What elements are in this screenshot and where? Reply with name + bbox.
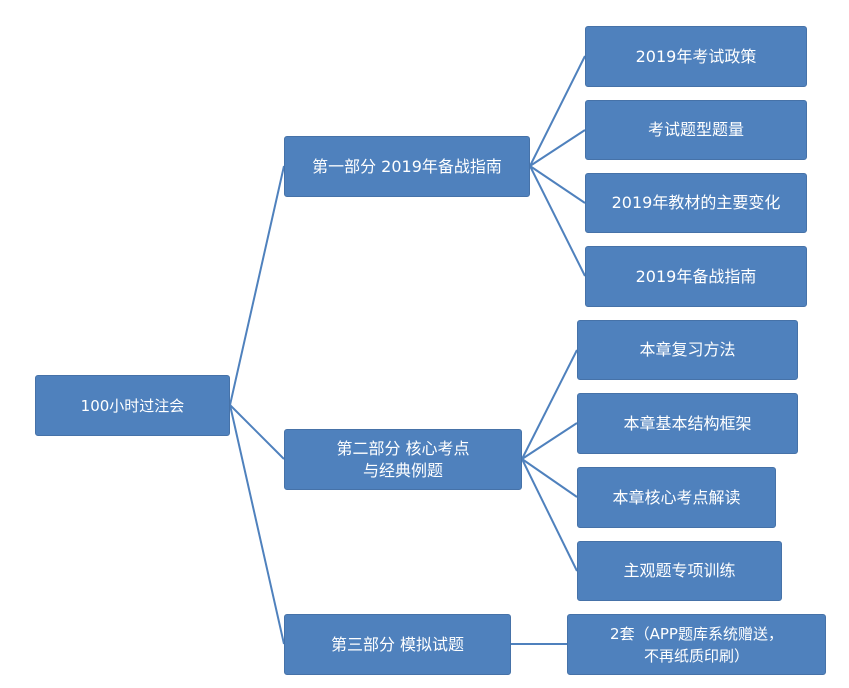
part2-child-label: 主观题专项训练 xyxy=(623,561,736,580)
part3-node: 第三部分 模拟试题 xyxy=(284,614,511,675)
part3-child-label-line1: 2套（APP题库系统赠送， xyxy=(610,624,783,643)
part2-node: 第二部分 核心考点 与经典例题 xyxy=(284,429,522,490)
connector-part2-child1 xyxy=(521,349,578,460)
part1-child-label: 2019年备战指南 xyxy=(635,266,757,286)
part3-child-node: 2套（APP题库系统赠送， 不再纸质印刷） xyxy=(567,614,826,675)
part2-child-label: 本章核心考点解读 xyxy=(612,487,741,507)
part2-label-line1: 第二部分 核心考点 xyxy=(336,438,470,458)
part2-child-label: 本章基本结构框架 xyxy=(623,413,752,433)
connector-part1-child2 xyxy=(529,129,586,167)
connector-part1-child4 xyxy=(529,165,586,277)
root-node: 100小时过注会 xyxy=(35,375,230,436)
part2-child-label: 本章复习方法 xyxy=(639,340,736,359)
part2-child-node: 主观题专项训练 xyxy=(577,541,782,601)
connector-root-part1 xyxy=(229,165,285,406)
part1-label: 第一部分 2019年备战指南 xyxy=(312,156,502,176)
part2-child-node: 本章核心考点解读 xyxy=(577,467,776,528)
connector-root-part2 xyxy=(229,404,285,460)
connector-part2-child3 xyxy=(521,458,578,498)
part2-label-line2: 与经典例题 xyxy=(362,460,443,480)
part3-label: 第三部分 模拟试题 xyxy=(330,634,465,654)
connector-part2-child2 xyxy=(521,422,578,460)
part1-child-node: 2019年教材的主要变化 xyxy=(585,173,807,233)
connector-root-part3 xyxy=(229,404,285,645)
part1-child-node: 2019年备战指南 xyxy=(585,246,807,307)
part2-child-node: 本章基本结构框架 xyxy=(577,393,798,454)
connector-part1-child3 xyxy=(529,165,586,204)
connector-part1-child1 xyxy=(529,55,586,167)
part1-child-label: 2019年教材的主要变化 xyxy=(611,193,781,212)
part1-child-label: 考试题型题量 xyxy=(647,120,744,139)
part2-child-node: 本章复习方法 xyxy=(577,320,798,380)
part1-node: 第一部分 2019年备战指南 xyxy=(284,136,530,197)
part1-child-node: 考试题型题量 xyxy=(585,100,807,160)
root-node-label: 100小时过注会 xyxy=(80,396,185,415)
connector-part2-child4 xyxy=(521,458,578,572)
part1-child-label: 2019年考试政策 xyxy=(635,46,757,66)
part3-child-label-line2: 不再纸质印刷） xyxy=(643,646,749,665)
part1-child-node: 2019年考试政策 xyxy=(585,26,807,87)
